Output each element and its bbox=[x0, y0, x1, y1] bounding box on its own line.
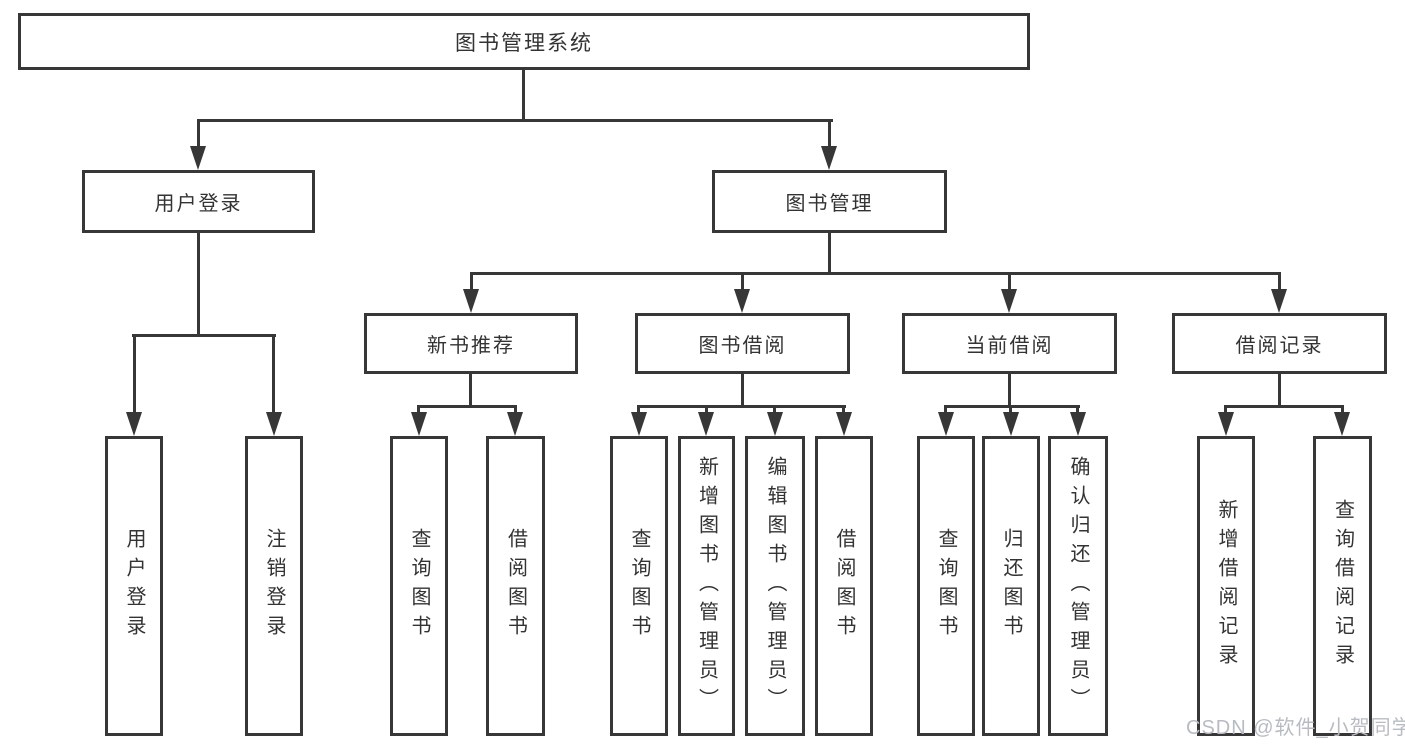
connector-book-mgmt-vline bbox=[828, 233, 831, 274]
connector-stem-new-book bbox=[470, 272, 473, 290]
arrowhead-to-user-login-icon bbox=[190, 146, 206, 170]
connector-borrow-record-vline bbox=[1278, 374, 1281, 407]
connector-current-borrow-hline bbox=[944, 405, 1080, 408]
node-label: 用户登录 bbox=[154, 193, 243, 215]
arrowhead-to-br-query-icon bbox=[1334, 412, 1350, 436]
node-label: 查询图书 bbox=[935, 528, 957, 644]
connector-stem-nb-query bbox=[417, 405, 420, 413]
connector-stem-cb-query bbox=[944, 405, 947, 413]
node-leaf-nb-borrow-books: 借阅图书 bbox=[486, 436, 545, 736]
connector-book-mgmt-hline bbox=[470, 272, 1281, 275]
node-label: 查询图书 bbox=[628, 528, 650, 644]
node-label: 借阅图书 bbox=[504, 528, 527, 644]
node-label: 新增借阅记录 bbox=[1215, 499, 1237, 673]
node-library-management-system: 图书管理系统 bbox=[18, 13, 1030, 70]
arrowhead-to-br-add-icon bbox=[1218, 412, 1234, 436]
node-leaf-br-query-record: 查询借阅记录 bbox=[1313, 436, 1372, 736]
node-leaf-br-add-record: 新增借阅记录 bbox=[1197, 436, 1255, 736]
connector-stem-login-leaf bbox=[133, 334, 136, 414]
arrowhead-to-login-leaf-icon bbox=[126, 412, 142, 436]
arrowhead-to-logout-leaf-icon bbox=[266, 412, 282, 436]
connector-new-book-vline bbox=[469, 374, 472, 407]
connector-stem-user-login bbox=[197, 119, 200, 147]
csdn-watermark: CSDN @软件_小贺同学 bbox=[1186, 717, 1405, 739]
node-label: 新增图书（管理员） bbox=[695, 455, 718, 717]
arrowhead-to-cb-confirm-icon bbox=[1070, 412, 1086, 436]
connector-stem-book-management bbox=[828, 119, 831, 147]
connector-book-borrow-vline bbox=[741, 374, 744, 407]
node-label: 编辑图书（管理员） bbox=[764, 455, 786, 717]
connector-root-hline bbox=[197, 119, 833, 122]
node-borrowing-records: 借阅记录 bbox=[1172, 313, 1387, 374]
node-label: 注销登录 bbox=[263, 528, 285, 644]
node-new-book-recommend: 新书推荐 bbox=[364, 313, 578, 374]
arrowhead-to-bb-query-icon bbox=[631, 412, 647, 436]
node-leaf-bb-add-books-admin: 新增图书（管理员） bbox=[678, 436, 735, 736]
connector-stem-cb-confirm bbox=[1076, 405, 1079, 413]
connector-stem-cb-return bbox=[1009, 405, 1012, 413]
connector-current-borrow-vline bbox=[1008, 374, 1011, 407]
node-book-borrowing: 图书借阅 bbox=[635, 313, 850, 374]
connector-stem-current-borrow bbox=[1008, 272, 1011, 290]
node-label: 查询图书 bbox=[408, 528, 430, 644]
connector-stem-book-borrow bbox=[741, 272, 744, 290]
node-label: 归还图书 bbox=[1000, 528, 1022, 644]
node-label: 图书管理 bbox=[785, 193, 874, 215]
arrowhead-to-borrow-record-icon bbox=[1271, 289, 1287, 313]
node-leaf-cb-query-books: 查询图书 bbox=[917, 436, 975, 736]
node-leaf-bb-borrow-books: 借阅图书 bbox=[815, 436, 873, 736]
arrowhead-to-current-borrow-icon bbox=[1001, 289, 1017, 313]
node-label: 图书借阅 bbox=[698, 335, 787, 357]
arrowhead-to-cb-query-icon bbox=[938, 412, 954, 436]
arrowhead-to-book-management-icon bbox=[821, 146, 837, 170]
connector-stem-bb-edit bbox=[773, 405, 776, 413]
connector-stem-bb-add bbox=[705, 405, 708, 413]
node-leaf-bb-edit-books-admin: 编辑图书（管理员） bbox=[745, 436, 805, 736]
connector-root-vline bbox=[522, 70, 525, 120]
connector-book-borrow-hline bbox=[637, 405, 846, 408]
connector-new-book-hline bbox=[417, 405, 517, 408]
arrowhead-to-bb-edit-icon bbox=[767, 412, 783, 436]
arrowhead-to-cb-return-icon bbox=[1003, 412, 1019, 436]
node-label: 图书管理系统 bbox=[455, 31, 593, 55]
node-leaf-cb-confirm-return-admin: 确认归还（管理员） bbox=[1048, 436, 1108, 736]
node-user-login: 用户登录 bbox=[82, 170, 315, 233]
arrowhead-to-bb-borrow-icon bbox=[836, 412, 852, 436]
connector-stem-br-query bbox=[1341, 405, 1344, 413]
node-label: 确认归还（管理员） bbox=[1067, 455, 1089, 717]
node-label: 新书推荐 bbox=[427, 335, 515, 357]
arrowhead-to-book-borrow-icon bbox=[734, 289, 750, 313]
node-leaf-bb-query-books: 查询图书 bbox=[610, 436, 668, 736]
node-label: 当前借阅 bbox=[965, 335, 1054, 357]
node-label: 借阅记录 bbox=[1235, 335, 1324, 357]
node-label: 用户登录 bbox=[123, 528, 145, 644]
arrowhead-to-nb-query-icon bbox=[411, 412, 427, 436]
node-leaf-cb-return-books: 归还图书 bbox=[982, 436, 1040, 736]
connector-user-login-vline bbox=[197, 233, 200, 336]
connector-stem-bb-query bbox=[637, 405, 640, 413]
node-leaf-nb-query-books: 查询图书 bbox=[390, 436, 448, 736]
node-label: 查询借阅记录 bbox=[1331, 499, 1354, 673]
node-label: 借阅图书 bbox=[833, 528, 855, 644]
connector-stem-br-add bbox=[1224, 405, 1227, 413]
arrowhead-to-bb-add-icon bbox=[698, 412, 714, 436]
connector-borrow-record-hline bbox=[1224, 405, 1344, 408]
connector-stem-borrow-record bbox=[1278, 272, 1281, 290]
node-current-borrowing: 当前借阅 bbox=[902, 313, 1117, 374]
arrowhead-to-new-book-icon bbox=[463, 289, 479, 313]
connector-user-login-hline bbox=[132, 334, 276, 337]
arrowhead-to-nb-borrow-icon bbox=[507, 412, 523, 436]
node-leaf-logout: 注销登录 bbox=[245, 436, 303, 736]
connector-stem-logout-leaf bbox=[272, 334, 275, 414]
node-leaf-user-login: 用户登录 bbox=[105, 436, 163, 736]
connector-stem-nb-borrow bbox=[514, 405, 517, 413]
node-book-management: 图书管理 bbox=[712, 170, 947, 233]
connector-stem-bb-borrow bbox=[842, 405, 845, 413]
